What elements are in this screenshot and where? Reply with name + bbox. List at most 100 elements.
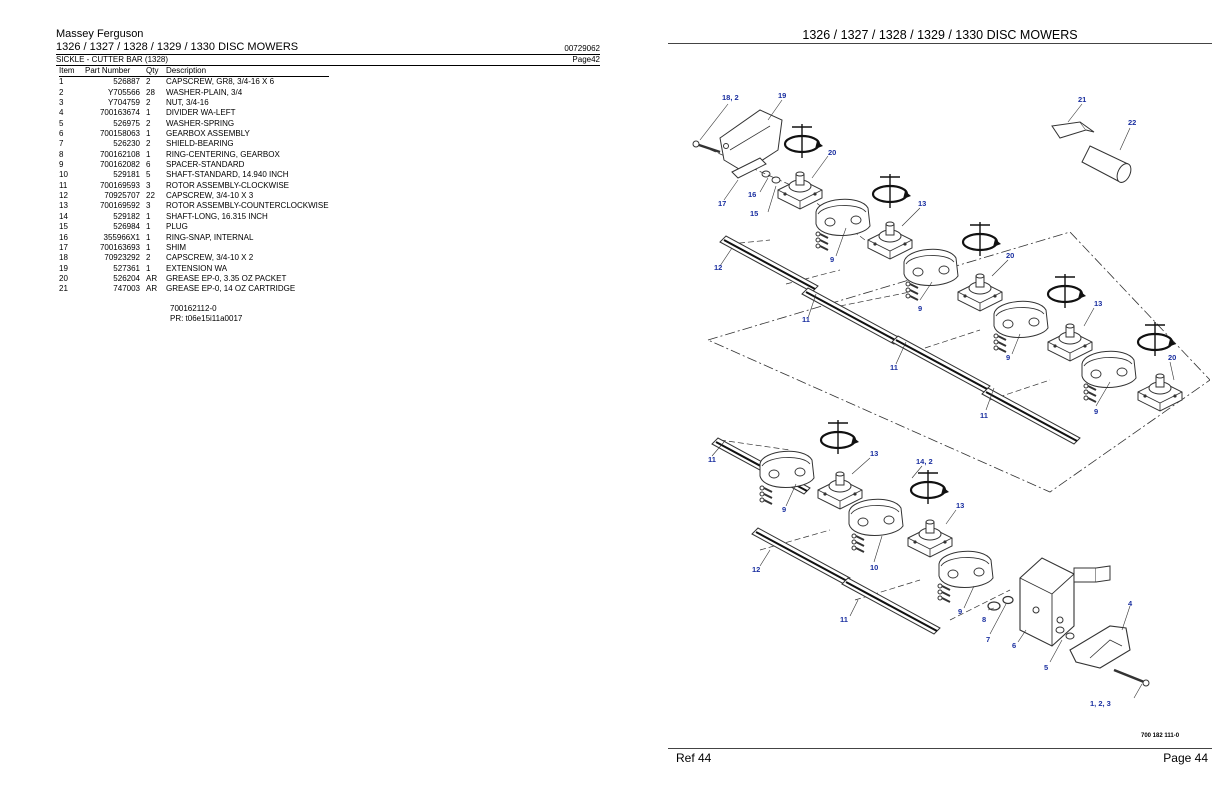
cell-part-number: 526984 bbox=[113, 222, 140, 232]
cell-description: CAPSCREW, GR8, 3/4-16 X 6 bbox=[166, 77, 275, 87]
cell-description: SHAFT-STANDARD, 14.940 INCH bbox=[166, 170, 289, 180]
cell-qty: 2 bbox=[146, 98, 151, 108]
cell-qty: 28 bbox=[146, 87, 155, 97]
cell-item: 15 bbox=[59, 222, 68, 232]
cell-part-number: 526975 bbox=[113, 118, 140, 128]
page-label: Page42 bbox=[572, 55, 600, 64]
cell-item: 9 bbox=[59, 160, 64, 170]
footer-rule bbox=[668, 748, 1212, 749]
cell-description: SHIELD-BEARING bbox=[166, 139, 234, 149]
col-part-number: Part Number bbox=[85, 66, 146, 78]
cell-item: 10 bbox=[59, 170, 68, 180]
spring-washer-part bbox=[1055, 626, 1075, 640]
gearbox-part bbox=[1019, 557, 1111, 647]
cell-qty: AR bbox=[146, 284, 158, 294]
cell-description: CAPSCREW, 3/4-10 X 3 bbox=[166, 191, 254, 201]
callout-19: 19 bbox=[778, 91, 786, 100]
callout-9: 9 bbox=[782, 505, 786, 514]
cell-part-number: 700158063 bbox=[99, 129, 140, 139]
cell-description: WASHER-PLAIN, 3/4 bbox=[166, 87, 243, 97]
cell-description: SHIM bbox=[166, 242, 186, 252]
cell-item: 20 bbox=[59, 273, 68, 283]
cell-qty: 1 bbox=[146, 232, 151, 242]
callout-12: 12 bbox=[714, 263, 722, 272]
callout-20: 20 bbox=[1006, 251, 1014, 260]
cell-qty: 5 bbox=[146, 170, 151, 180]
cell-qty: 1 bbox=[146, 263, 151, 273]
brand-name: Massey Ferguson bbox=[56, 28, 144, 40]
cell-qty: 1 bbox=[146, 108, 151, 118]
cell-part-number: 526204 bbox=[113, 273, 140, 283]
grease-cartridge-part bbox=[1081, 145, 1132, 183]
cell-part-number: 70923292 bbox=[104, 253, 140, 263]
cell-description: GEARBOX ASSEMBLY bbox=[166, 129, 250, 139]
section-row: SICKLE - CUTTER BAR (1328) Page42 bbox=[56, 55, 600, 66]
callout-11: 11 bbox=[802, 315, 810, 324]
cell-qty: AR bbox=[146, 273, 158, 283]
callout-7: 7 bbox=[986, 635, 990, 644]
cell-item: 19 bbox=[59, 263, 68, 273]
cell-item: 3 bbox=[59, 98, 64, 108]
callout-20: 20 bbox=[1168, 353, 1176, 362]
cell-part-number: 700169592 bbox=[99, 201, 140, 211]
callout-14-2: 14, 2 bbox=[916, 457, 933, 466]
extension-part bbox=[719, 109, 783, 173]
cell-part-number: 700169593 bbox=[99, 180, 140, 190]
page-title: 1326 / 1327 / 1328 / 1329 / 1330 DISC MO… bbox=[56, 41, 299, 53]
cell-qty: 2 bbox=[146, 139, 151, 149]
cell-description: EXTENSION WA bbox=[166, 263, 228, 273]
callout-16: 16 bbox=[748, 190, 756, 199]
cell-qty: 6 bbox=[146, 160, 151, 170]
cell-part-number: 747003 bbox=[113, 284, 140, 294]
cell-item: 11 bbox=[59, 180, 68, 190]
callout-11: 11 bbox=[980, 411, 988, 420]
callout-9: 9 bbox=[1006, 353, 1010, 362]
callout-5: 5 bbox=[1044, 663, 1048, 672]
cell-description: NUT, 3/4-16 bbox=[166, 98, 209, 108]
cell-qty: 2 bbox=[146, 118, 151, 128]
pr-code: PR: t06e15i11a0017 bbox=[170, 313, 243, 323]
col-description: Description bbox=[166, 66, 329, 78]
cell-item: 12 bbox=[59, 191, 68, 201]
shim-part bbox=[731, 157, 767, 179]
cell-part-number: 529181 bbox=[113, 170, 140, 180]
cell-item: 4 bbox=[59, 108, 64, 118]
callout-9: 9 bbox=[1094, 407, 1098, 416]
cell-item: 16 bbox=[59, 232, 68, 242]
cell-description: CAPSCREW, 3/4-10 X 2 bbox=[166, 253, 254, 263]
col-item: Item bbox=[59, 66, 85, 78]
footnotes: 700162112-0 PR: t06e15i11a0017 bbox=[170, 304, 600, 324]
callout-15: 15 bbox=[750, 209, 758, 218]
cell-item: 8 bbox=[59, 149, 64, 159]
callout-9: 9 bbox=[830, 255, 834, 264]
diagram-heading: 1326 / 1327 / 1328 / 1329 / 1330 DISC MO… bbox=[668, 28, 1212, 44]
callout-20: 20 bbox=[828, 148, 836, 157]
callout-18-2: 18, 2 bbox=[722, 93, 739, 102]
title-row: 1326 / 1327 / 1328 / 1329 / 1330 DISC MO… bbox=[56, 41, 600, 55]
callout-8: 8 bbox=[982, 615, 986, 624]
cell-qty: 3 bbox=[146, 201, 151, 211]
doc-number: 00729062 bbox=[564, 44, 600, 53]
callout-1-2-3: 1, 2, 3 bbox=[1090, 699, 1111, 708]
callout-11: 11 bbox=[840, 615, 848, 624]
cell-item: 21 bbox=[59, 284, 68, 294]
callout-11: 11 bbox=[708, 455, 716, 464]
callout-6: 6 bbox=[1012, 641, 1016, 650]
cell-item: 13 bbox=[59, 201, 68, 211]
table-row: 13 700169592 3 ROTOR ASSEMBLY-COUNTERCLOCKW… bbox=[59, 201, 329, 211]
cell-description: ROTOR ASSEMBLY-COUNTERCLOCKWISE bbox=[166, 201, 329, 211]
cell-description: RING-SNAP, INTERNAL bbox=[166, 232, 254, 242]
col-qty: Qty bbox=[146, 66, 166, 78]
